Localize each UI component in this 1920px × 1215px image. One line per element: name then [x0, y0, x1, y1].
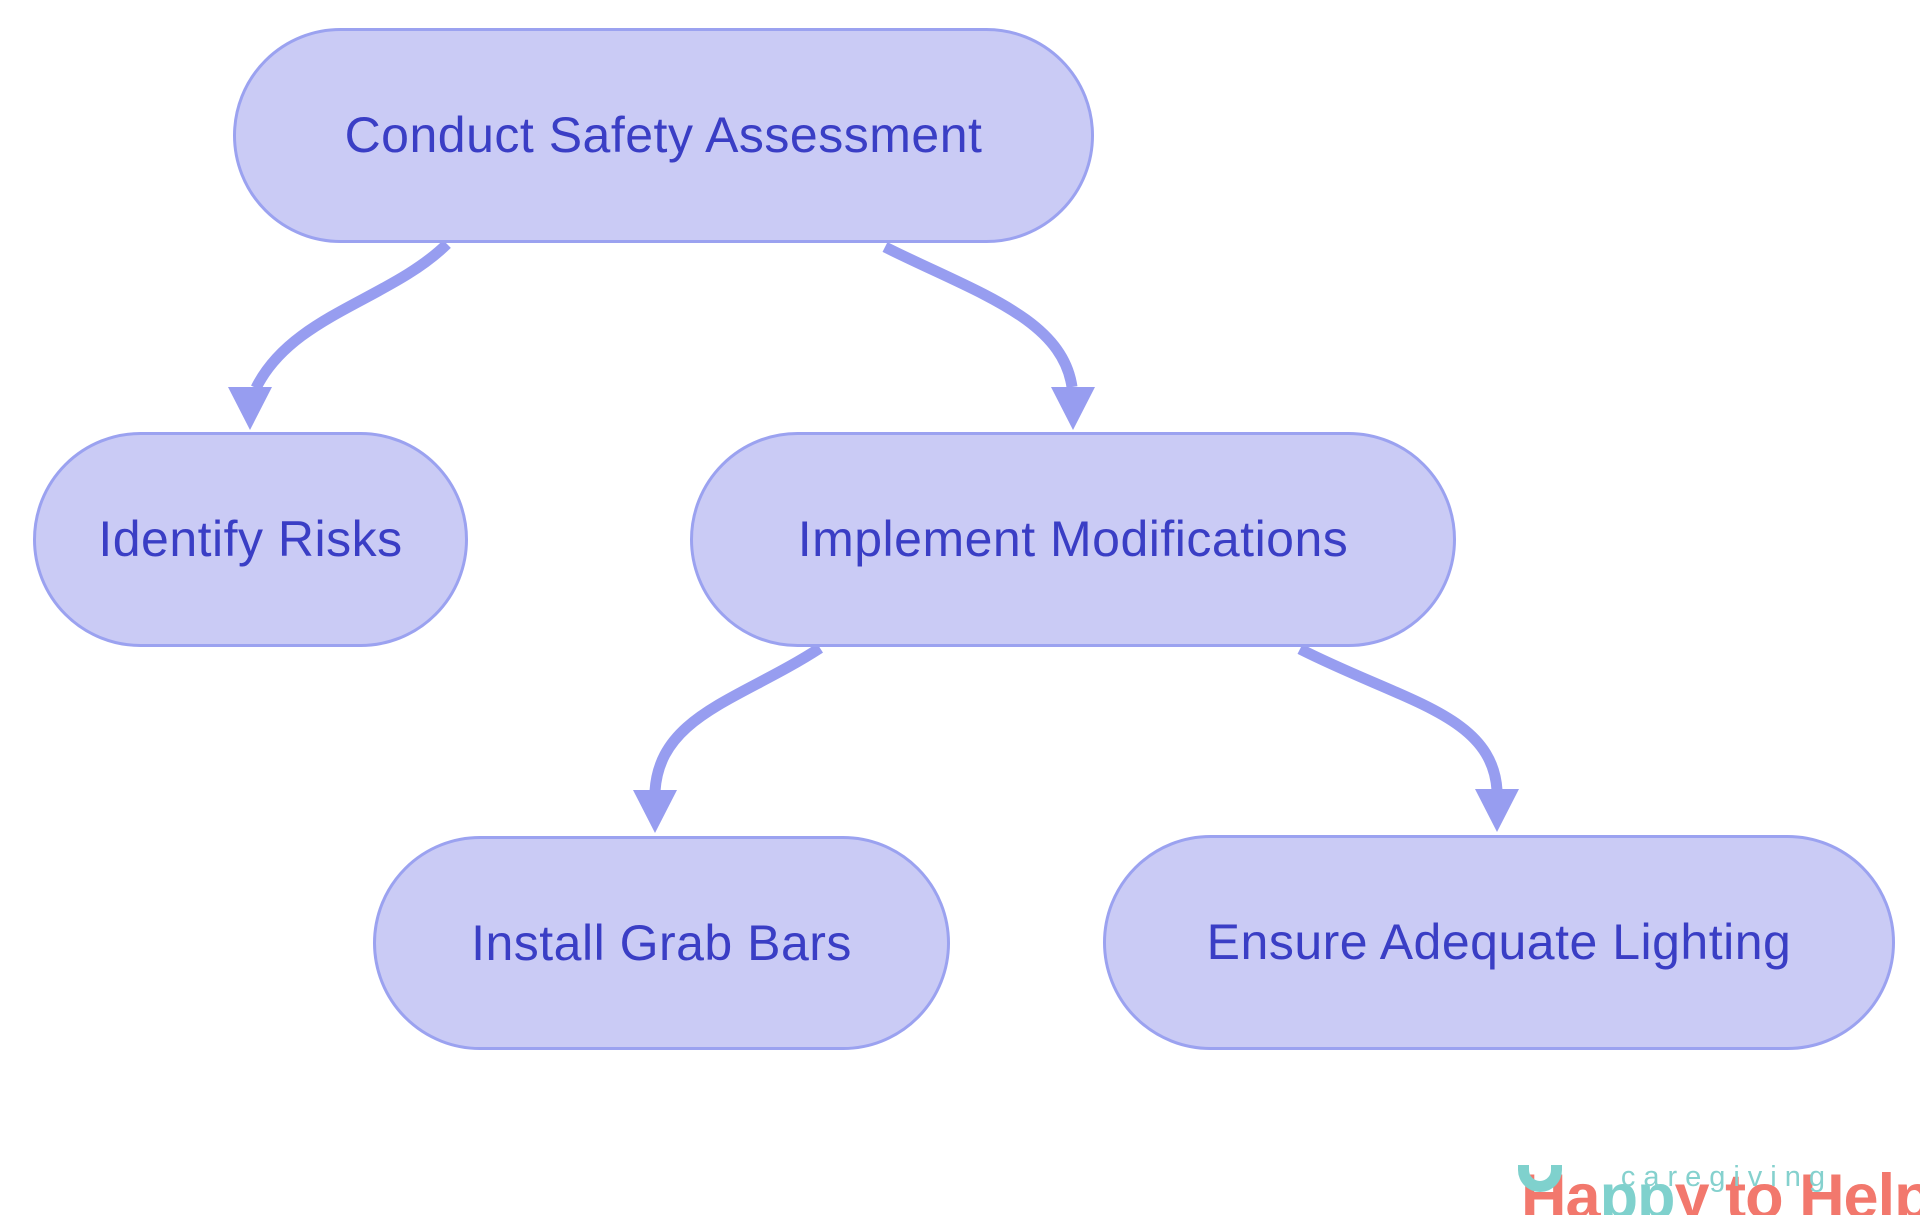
edge-implement-to-lighting	[1297, 644, 1503, 791]
arrowhead-down-icon	[1475, 789, 1519, 832]
arrowhead-down-icon	[633, 790, 677, 833]
node-label: Conduct Safety Assessment	[344, 107, 983, 163]
edge-conduct-to-implement	[882, 242, 1078, 388]
arrowhead-down-icon	[228, 387, 272, 430]
logo-tagline: caregiving	[1620, 1161, 1833, 1193]
node-implement-modifications: Implement Modifications	[690, 432, 1456, 647]
node-identify-risks: Identify Risks	[33, 432, 468, 647]
logo-wordmark: Happy to Help	[1422, 1103, 1920, 1215]
edge-implement-to-grabbars	[649, 643, 823, 792]
node-label: Install Grab Bars	[471, 914, 852, 971]
happy-to-help-logo: Happy to Help caregiving	[1422, 1103, 1920, 1215]
logo-text-y: y	[1674, 1162, 1710, 1215]
edge-conduct-to-identify	[251, 240, 451, 391]
logo-text-to-help: to Help	[1708, 1162, 1920, 1215]
node-label: Identify Risks	[98, 511, 403, 567]
node-install-grab-bars: Install Grab Bars	[373, 836, 950, 1050]
smile-icon	[1518, 1165, 1562, 1192]
node-label: Ensure Adequate Lighting	[1206, 914, 1792, 970]
node-label: Implement Modifications	[797, 511, 1349, 567]
arrowhead-down-icon	[1051, 387, 1095, 430]
logo-text-pp: pp	[1599, 1162, 1676, 1215]
node-ensure-adequate-lighting: Ensure Adequate Lighting	[1103, 835, 1895, 1050]
node-conduct-safety-assessment: Conduct Safety Assessment	[233, 28, 1094, 243]
